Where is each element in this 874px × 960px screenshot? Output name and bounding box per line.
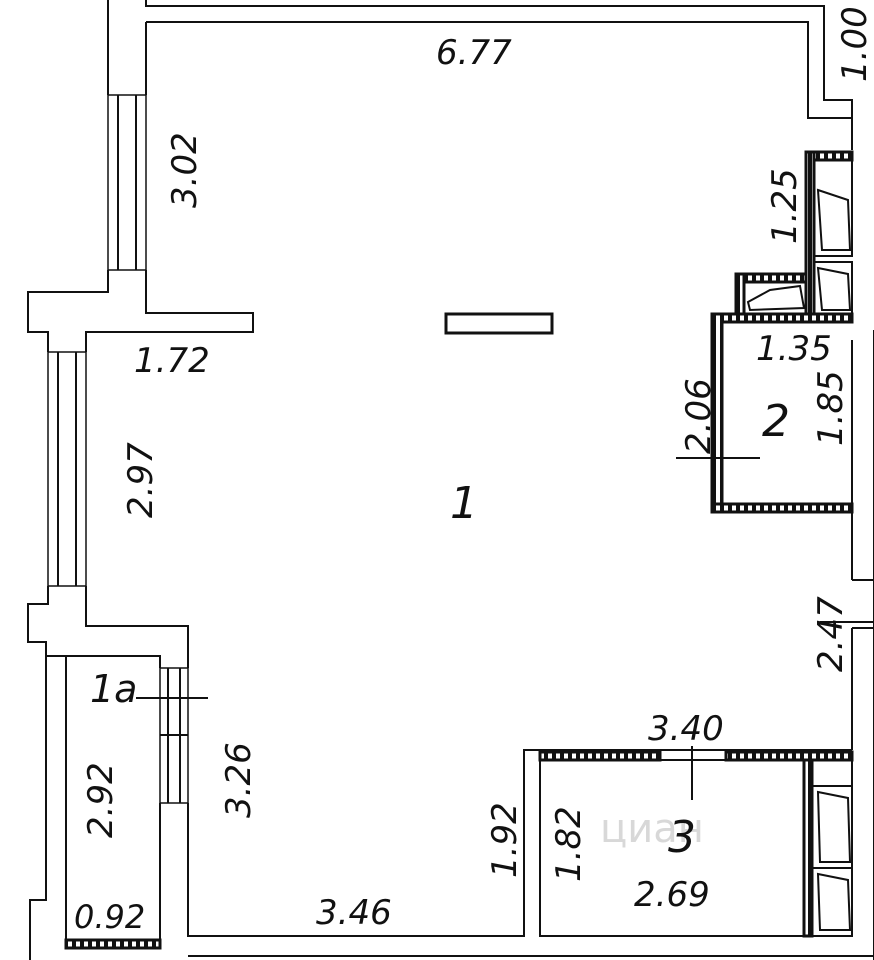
- dim-2-47: 2.47: [811, 596, 851, 672]
- watermark: циан: [600, 806, 704, 852]
- window-top-left: [107, 94, 147, 271]
- dim-3-26: 3.26: [219, 742, 259, 818]
- dim-2-06: 2.06: [679, 378, 719, 454]
- dim-2-69: 2.69: [634, 875, 710, 915]
- dim-2-92: 2.92: [81, 762, 121, 838]
- outer-walls: [27, 0, 874, 960]
- dim-1-82: 1.82: [549, 806, 589, 882]
- dim-6-77: 6.77: [436, 33, 512, 73]
- balcony-rail: [64, 938, 162, 950]
- dim-1-85: 1.85: [811, 370, 851, 446]
- dim-1-35: 1.35: [756, 329, 832, 369]
- dim-3-40: 3.40: [648, 709, 724, 749]
- dim-1-92: 1.92: [485, 802, 525, 878]
- dim-2-97: 2.97: [121, 442, 161, 518]
- bathroom-3-walls: [538, 746, 854, 938]
- dim-3-02: 3.02: [165, 132, 205, 208]
- dim-1-72: 1.72: [134, 341, 210, 381]
- room-label-3: 3: [668, 812, 696, 863]
- dim-0-92: 0.92: [74, 898, 145, 936]
- window-left: [47, 351, 87, 587]
- partition-stub: [444, 312, 554, 335]
- room-label-2: 2: [762, 396, 790, 447]
- room-label-1: 1: [450, 478, 478, 529]
- bathroom-2-walls: [676, 150, 854, 514]
- room-label-1a: 1a: [90, 667, 137, 711]
- dim-1-00: 1.00: [835, 6, 874, 82]
- dim-3-46: 3.46: [316, 893, 392, 933]
- dim-1-25: 1.25: [765, 168, 805, 244]
